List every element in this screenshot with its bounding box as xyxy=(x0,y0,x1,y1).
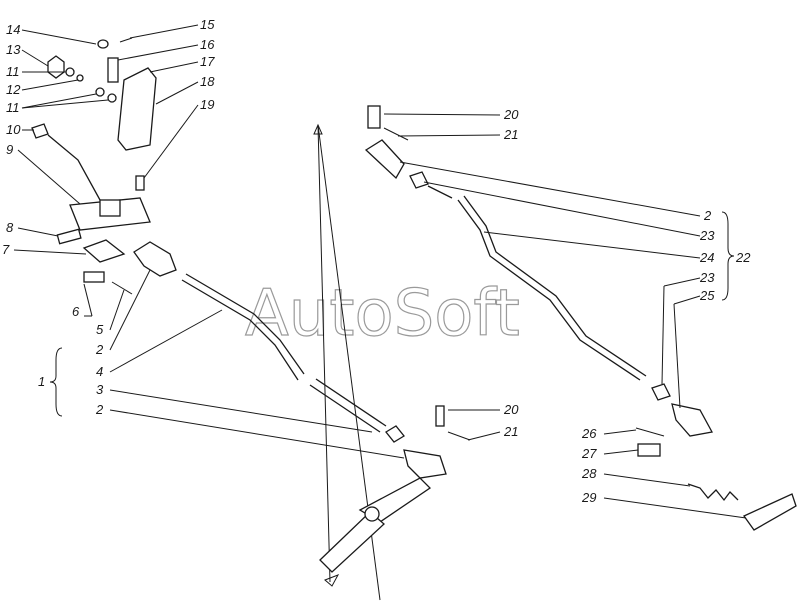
cotter-5 xyxy=(111,281,133,295)
callout-14: 14 xyxy=(6,22,20,37)
rod-3b xyxy=(315,378,387,427)
brace-22 xyxy=(721,211,735,301)
callout-26: 26 xyxy=(581,426,597,441)
lever-cluster xyxy=(31,37,177,295)
clevis-25 xyxy=(671,403,714,437)
pin-20a xyxy=(367,105,381,129)
callout-2-upper: 2 xyxy=(95,342,104,357)
callout-25: 25 xyxy=(699,288,715,303)
leader-lines xyxy=(13,24,747,519)
callout-7: 7 xyxy=(2,242,10,257)
cotter-26 xyxy=(635,427,665,437)
callout-24: 24 xyxy=(699,250,714,265)
callout-9: 9 xyxy=(6,142,13,157)
pin-27 xyxy=(637,443,661,457)
spring-28 xyxy=(687,483,739,502)
rod-24a xyxy=(457,199,641,381)
pin-20b xyxy=(435,405,445,427)
rod-assembly-left xyxy=(181,273,471,573)
nut-23b xyxy=(651,383,671,401)
rod-4b xyxy=(185,273,305,375)
callout-22: 22 xyxy=(735,250,751,265)
rod-3a xyxy=(309,384,381,433)
callout-16: 16 xyxy=(200,37,215,52)
cotter-21b xyxy=(447,431,471,441)
callout-18: 18 xyxy=(200,74,215,89)
nut-23a xyxy=(409,171,429,189)
callout-27: 27 xyxy=(581,446,597,461)
washer-11c xyxy=(107,93,117,103)
assembly-line-left xyxy=(317,124,331,583)
lever-bracket xyxy=(117,67,157,151)
rod-10 xyxy=(47,134,101,201)
nut-13 xyxy=(47,55,65,79)
pivot-hole xyxy=(364,506,380,522)
callout-3: 3 xyxy=(96,382,104,397)
clevis-2-upper xyxy=(133,241,177,277)
nut-10 xyxy=(31,123,49,139)
washer-12 xyxy=(76,74,84,82)
callout-20-upper: 20 xyxy=(503,107,519,122)
pin-8 xyxy=(56,228,82,245)
callout-21-lower: 21 xyxy=(503,424,518,439)
washer-14 xyxy=(97,39,109,49)
callout-20-lower: 20 xyxy=(503,402,519,417)
clevis-2-right xyxy=(364,139,405,180)
callout-2-lower: 2 xyxy=(95,402,104,417)
rod-4a xyxy=(181,279,299,381)
callout-2-right: 2 xyxy=(703,208,712,223)
shim-7 xyxy=(82,239,126,263)
callout-15: 15 xyxy=(200,17,215,32)
arrow-down-icon xyxy=(324,574,340,587)
pin-16 xyxy=(107,57,119,83)
washer-11a xyxy=(65,67,75,77)
screw-19 xyxy=(135,175,145,191)
callout-1: 1 xyxy=(38,374,45,389)
arrow-up-icon xyxy=(313,123,323,135)
lock-9 xyxy=(99,199,121,217)
callout-23-lower: 23 xyxy=(699,270,715,285)
rod-24-thread xyxy=(427,185,453,199)
callout-8: 8 xyxy=(6,220,14,235)
watermark: AutoSoft xyxy=(245,277,520,351)
callout-6: 6 xyxy=(72,304,80,319)
callout-11: 11 xyxy=(6,64,20,79)
callout-23-upper: 23 xyxy=(699,228,715,243)
clevis-2-lower xyxy=(403,449,447,479)
callout-12: 12 xyxy=(6,82,21,97)
callout-13: 13 xyxy=(6,42,21,57)
rod-24b xyxy=(463,195,647,377)
callout-21-upper: 21 xyxy=(503,127,518,142)
nut-3 xyxy=(385,425,405,443)
callout-19: 19 xyxy=(200,97,214,112)
lever-arm-lower xyxy=(319,511,385,573)
callout-4: 4 xyxy=(96,364,103,379)
rod-assembly-right xyxy=(364,105,797,531)
cotter-15 xyxy=(119,37,133,43)
cotter-21a xyxy=(383,127,409,141)
callout-28: 28 xyxy=(581,466,597,481)
washer-11b xyxy=(95,87,105,97)
pin-6 xyxy=(83,271,105,283)
callout-10: 10 xyxy=(6,122,21,137)
callout-11-pair: 11 xyxy=(6,100,20,115)
lever-29 xyxy=(743,493,797,531)
callout-29: 29 xyxy=(581,490,596,505)
callout-5: 5 xyxy=(96,322,104,337)
callout-17: 17 xyxy=(200,54,215,69)
brace-1 xyxy=(49,347,63,417)
